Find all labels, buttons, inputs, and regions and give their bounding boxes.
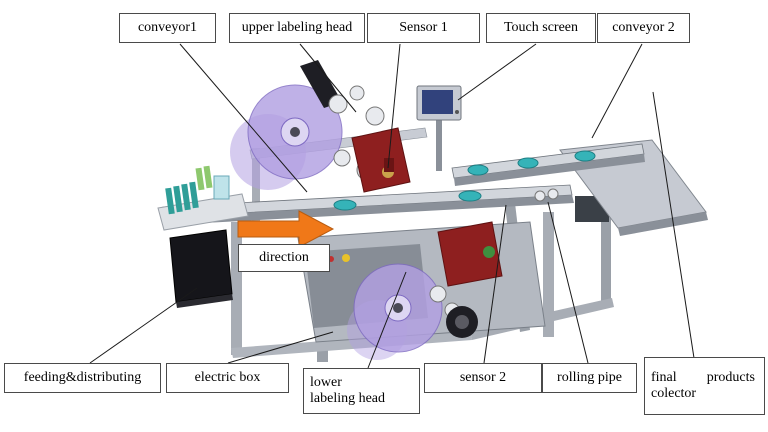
label-conveyor1: conveyor1: [119, 13, 216, 43]
label-sensor1: Sensor 1: [367, 13, 480, 43]
leader-feeding: [89, 287, 198, 364]
leader-sensor2: [483, 204, 507, 364]
label-lower-labeling-head-line2: labeling head: [310, 391, 386, 406]
leader-touch-screen: [457, 43, 537, 101]
feeder-black-box: [169, 229, 233, 308]
label-lower-labeling-head: lower labeling head: [303, 368, 420, 414]
leader-sensor1: [387, 43, 401, 169]
rolling-pipe-roller: [534, 190, 546, 202]
conveyor-2-rail: [451, 143, 645, 186]
label-lower-labeling-head-line1: lower: [310, 374, 342, 390]
upper-labeling-assembly: [230, 60, 411, 193]
leader-lower-labeling-head: [367, 271, 407, 369]
label-upper-labeling-head-text: upper labeling head: [241, 19, 353, 35]
rolling-pipe-roller: [547, 188, 559, 200]
label-rolling-pipe-text: rolling pipe: [557, 369, 622, 385]
label-electric-box-text: electric box: [194, 369, 261, 385]
label-feeding-distributing-text: feeding&distributing: [23, 369, 142, 385]
conveyor-1-rail: [162, 184, 574, 225]
leader-conveyor1: [179, 43, 308, 193]
label-direction: direction: [238, 244, 330, 272]
label-sensor1-text: Sensor 1: [399, 19, 448, 35]
sensor-1-part: [384, 158, 394, 172]
lower-labeling-assembly: [347, 221, 503, 360]
label-direction-text: direction: [259, 249, 309, 265]
label-feeding-distributing: feeding&distributing: [4, 363, 161, 393]
screen: [422, 90, 453, 114]
leader-final-products: [652, 91, 695, 359]
label-electric-box: electric box: [166, 363, 289, 393]
leader-upper-labeling-head: [299, 43, 357, 113]
leader-lines: [89, 43, 695, 369]
label-final-products-line2: colector: [651, 386, 697, 401]
label-touch-screen-text: Touch screen: [503, 19, 579, 35]
label-final-products-collector: final products colector: [644, 357, 765, 415]
label-sensor2: sensor 2: [424, 363, 542, 393]
label-final-products-line1: final products: [651, 369, 755, 385]
leader-rolling-pipe: [547, 201, 589, 364]
label-conveyor2-text: conveyor 2: [612, 19, 675, 35]
yellow-button: [342, 254, 350, 262]
feeding-unit: [157, 165, 249, 231]
leader-conveyor2: [591, 43, 643, 139]
label-rolling-pipe: rolling pipe: [542, 363, 637, 393]
leader-electric-box: [227, 331, 334, 364]
label-sensor2-text: sensor 2: [459, 369, 507, 385]
touch-screen-unit: [416, 85, 462, 171]
label-conveyor2: conveyor 2: [597, 13, 690, 43]
label-upper-labeling-head: upper labeling head: [229, 13, 365, 43]
direction-arrow: [237, 210, 335, 248]
label-conveyor1-text: conveyor1: [137, 19, 198, 35]
label-touch-screen: Touch screen: [486, 13, 596, 43]
